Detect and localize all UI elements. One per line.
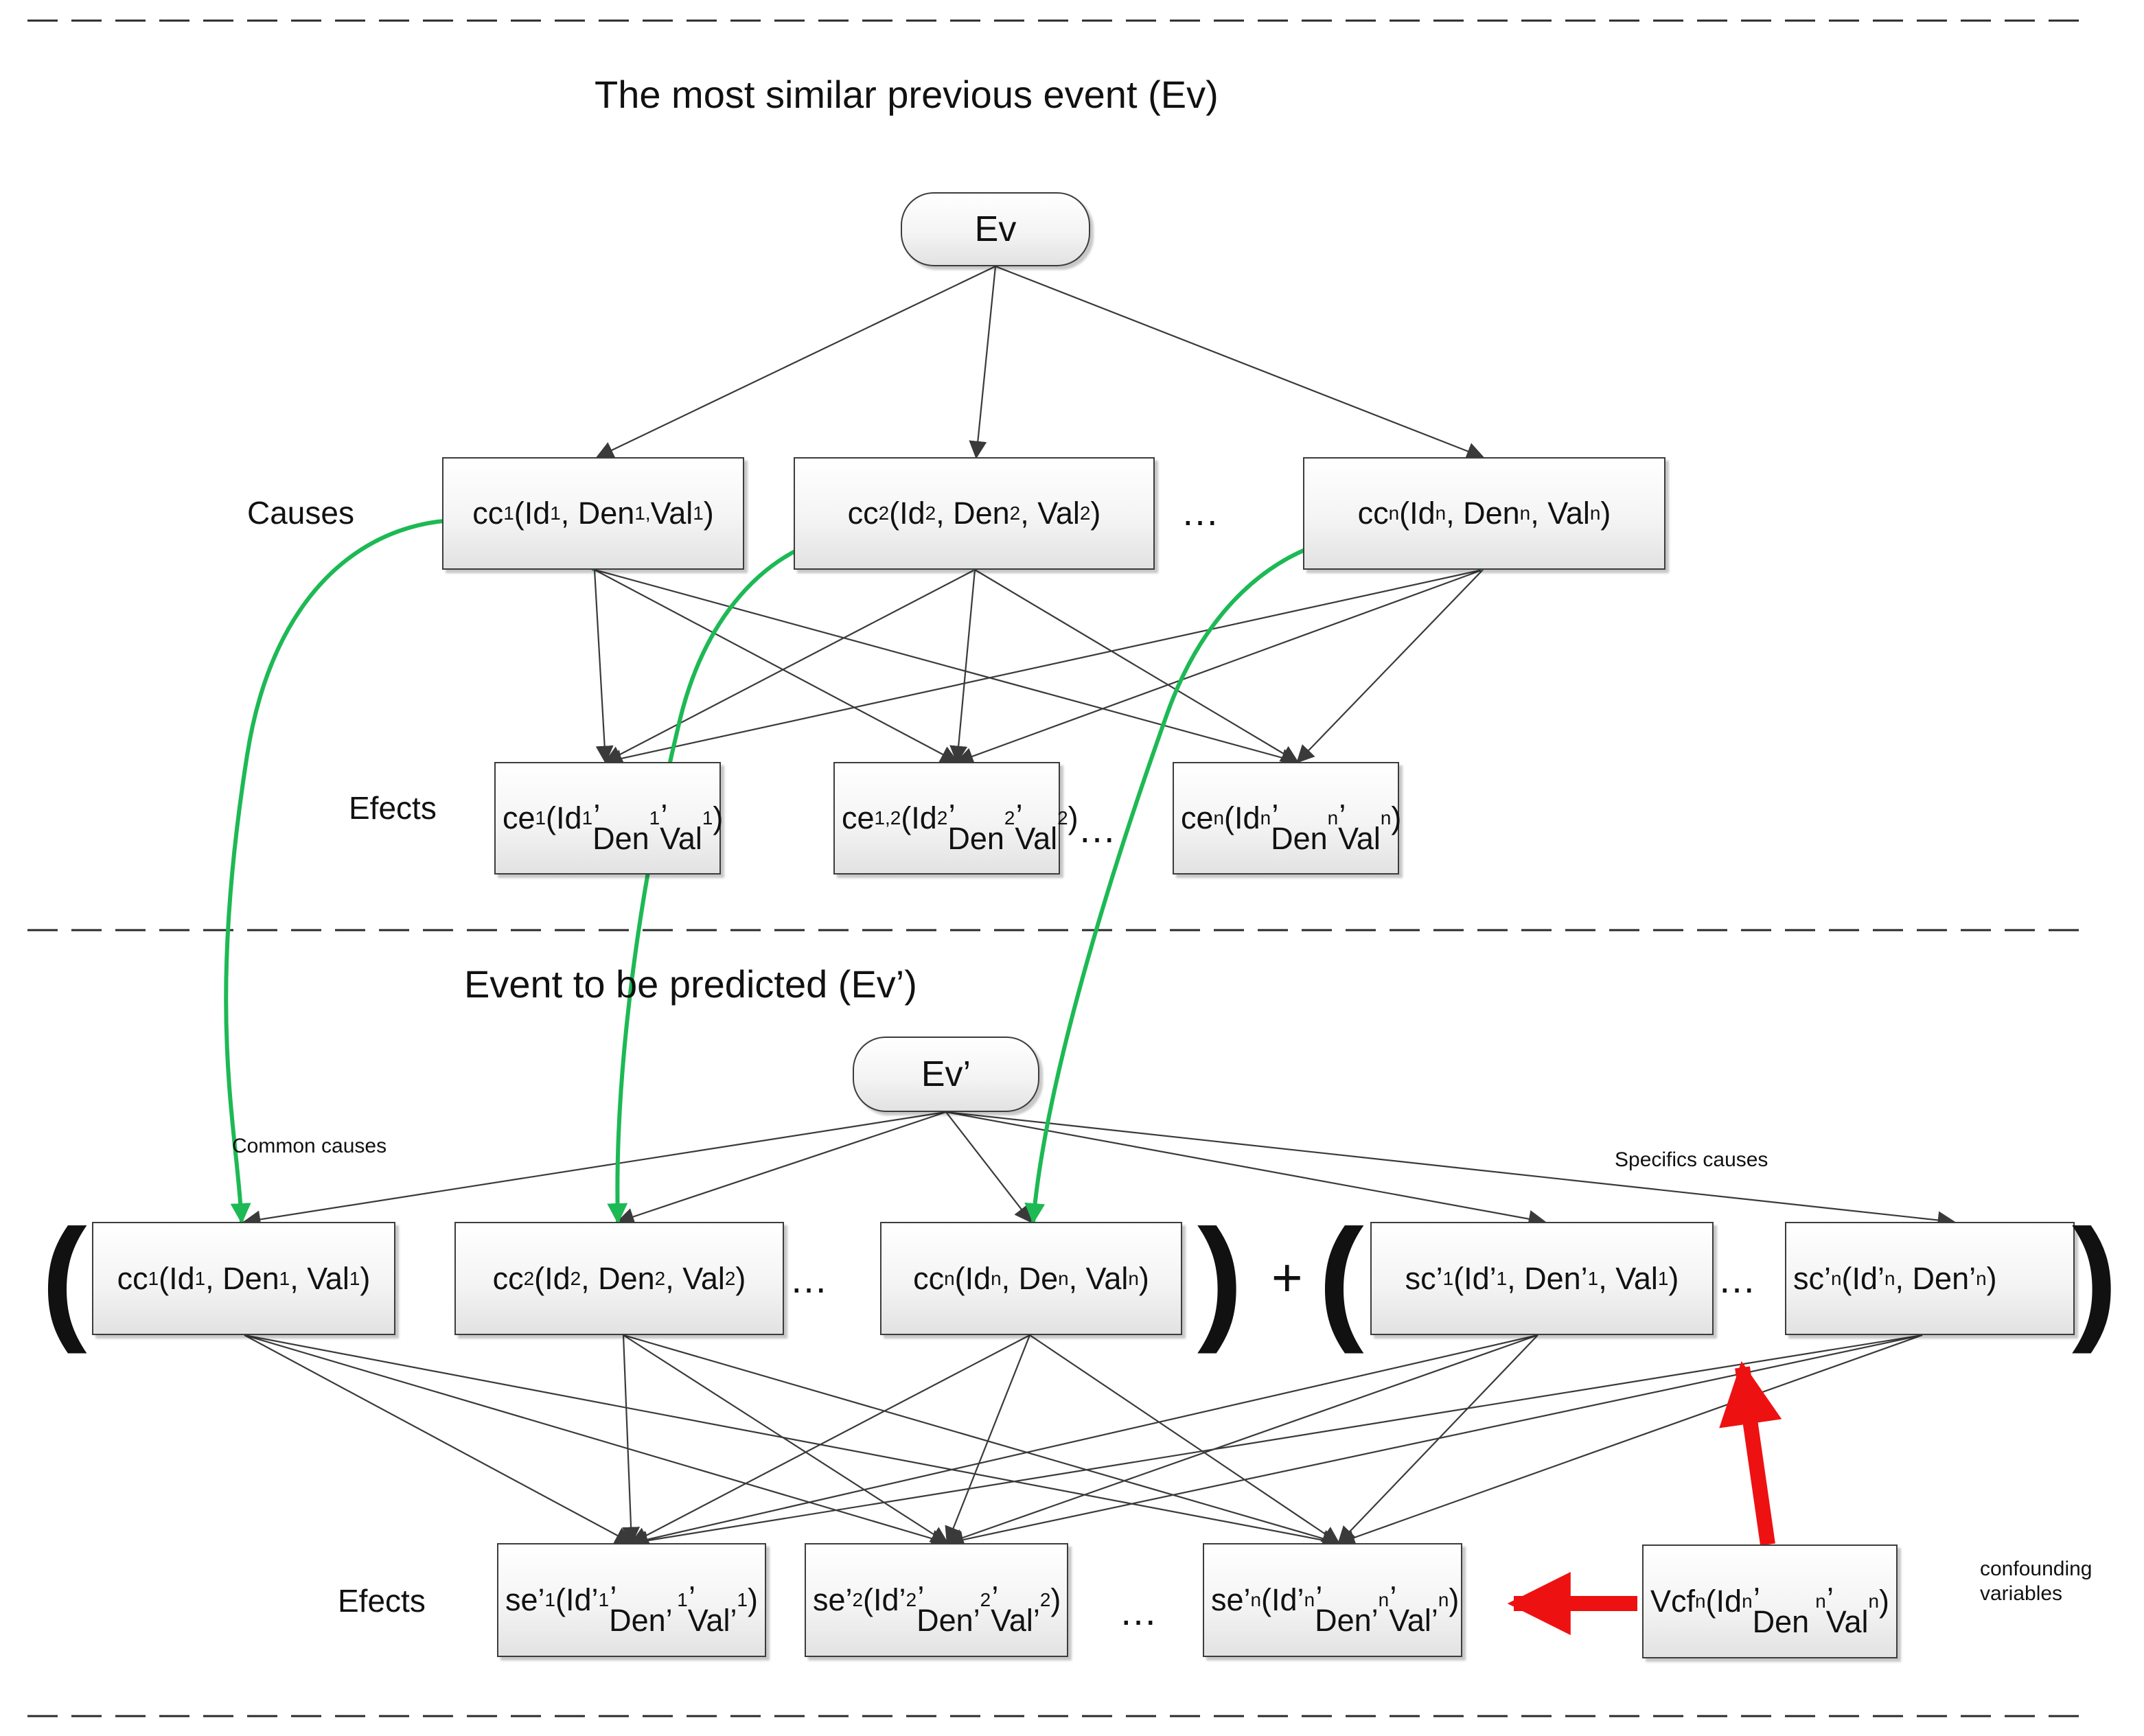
top-effects-row-label: Efects (349, 790, 437, 826)
causes-row-label: Causes (247, 495, 354, 531)
top-cause-effect-connectors (593, 568, 1484, 767)
bottom-cause-effect-connectors (244, 1334, 1923, 1550)
bottom-root-connectors (242, 1111, 1956, 1229)
top-root-connectors (595, 265, 1485, 460)
common-causes-close-paren: ) (1197, 1201, 1243, 1354)
predicted-effect-1: se’1 (Id’1, Den’1,Val’1) (497, 1543, 766, 1657)
bottom-section-title: Event to be predicted (Ev’) (464, 962, 917, 1006)
mapping-arrow-ccn (1024, 531, 1484, 1224)
common-causes-open-paren: ( (41, 1201, 87, 1354)
predicted-effect-2: se’2 (Id’2, Den’2,Val’2) (805, 1543, 1068, 1657)
predicted-effects-ellipsis: … (1119, 1590, 1157, 1633)
specific-causes-open-paren: ( (1318, 1201, 1364, 1354)
common-causes-label: Common causes (232, 1135, 387, 1157)
confounding-variables-label: confounding variables (1980, 1558, 2093, 1605)
top-causes-ellipsis: … (1181, 490, 1219, 533)
previous-event-root: Ev (901, 192, 1090, 266)
specific-cause-n: sc’n (Id’n, Den’n) (1785, 1222, 2075, 1335)
mapping-arrow-cc2 (607, 529, 977, 1224)
specific-causes-ellipsis: … (1718, 1258, 1756, 1301)
predicted-effect-n: se’n (Id’n, Den’n,Val’n) (1203, 1543, 1462, 1657)
common-causes-ellipsis: … (789, 1258, 828, 1301)
top-section-title: The most similar previous event (Ev) (595, 73, 1219, 116)
confounding-arrow-up (1719, 1361, 1782, 1546)
specific-causes-label: Specifics causes (1615, 1148, 1768, 1171)
top-effects-ellipsis: … (1078, 807, 1116, 850)
plus-sign: + (1271, 1247, 1303, 1308)
specific-causes-close-paren: ) (2072, 1201, 2118, 1354)
bottom-effects-row-label: Efects (338, 1583, 426, 1619)
confounding-arrows (1507, 1361, 1782, 1635)
predicted-event-root: Ev’ (853, 1037, 1039, 1112)
